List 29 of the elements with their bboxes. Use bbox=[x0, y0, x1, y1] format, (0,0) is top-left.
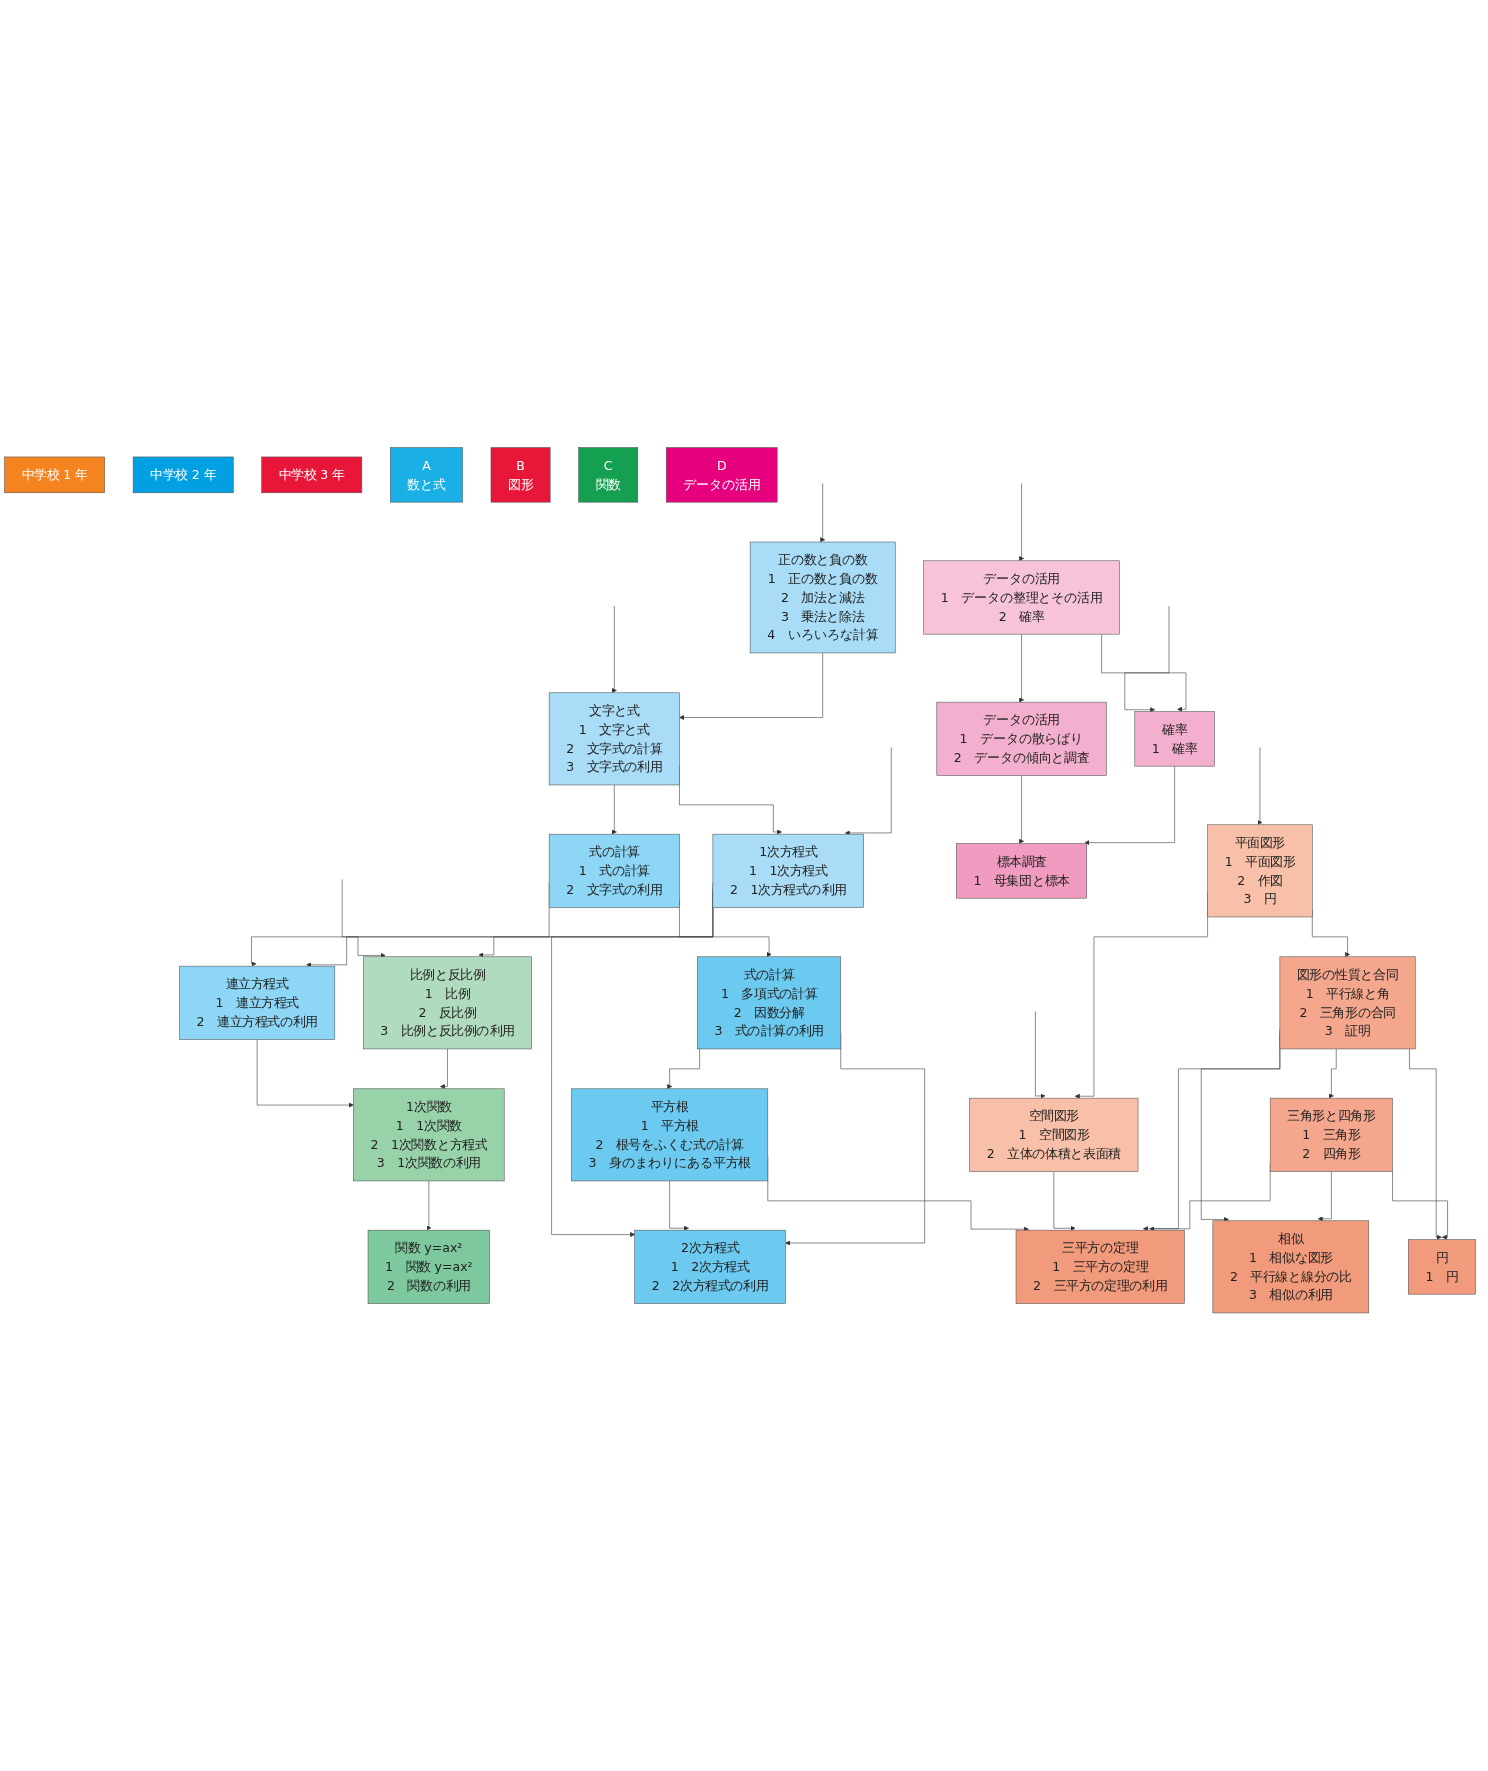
node-box: 1次関数 1 1次関数 2 1次関数と方程式 3 1次関数の利用 bbox=[353, 1088, 505, 1181]
node-box: 三平方の定理 1 三平方の定理 2 三平方の定理の利用 bbox=[1015, 1229, 1185, 1304]
node-box: D データの活用 bbox=[665, 447, 778, 503]
node-box: 式の計算 1 式の計算 2 文字式の利用 bbox=[548, 833, 680, 908]
node-box: 中学校 3 年 bbox=[261, 456, 363, 493]
node-box: 2次方程式 1 2次方程式 2 2次方程式の利用 bbox=[634, 1229, 786, 1304]
node-box: 連立方程式 1 連立方程式 2 連立方程式の利用 bbox=[179, 965, 336, 1040]
node-box: 円 1 円 bbox=[1408, 1239, 1476, 1295]
node-box: 確率 1 確率 bbox=[1134, 711, 1215, 767]
node-box: A 数と式 bbox=[390, 447, 463, 503]
node-box: 式の計算 1 多項式の計算 2 因数分解 3 式の計算の利用 bbox=[697, 956, 842, 1049]
node-box: 1次方程式 1 1次方程式 2 1次方程式の利用 bbox=[712, 833, 864, 908]
node-box: 空間図形 1 空間図形 2 立体の体積と表面積 bbox=[969, 1097, 1139, 1172]
node-box: 図形の性質と合同 1 平行線と角 2 三角形の合同 3 証明 bbox=[1279, 956, 1416, 1049]
node-box: C 関数 bbox=[578, 447, 639, 503]
node-box: 文字と式 1 文字と式 2 文字式の計算 3 文字式の利用 bbox=[548, 692, 680, 785]
node-box: 中学校 1 年 bbox=[4, 456, 105, 493]
node-box: B 図形 bbox=[490, 447, 551, 503]
node-box: 比例と反比例 1 比例 2 反比例 3 比例と反比例の利用 bbox=[362, 956, 532, 1049]
node-box: データの活用 1 データの整理とその活用 2 確率 bbox=[923, 560, 1120, 635]
node-box: 関数 y=ax² 1 関数 y=ax² 2 関数の利用 bbox=[367, 1229, 490, 1304]
node-box: 平面図形 1 平面図形 2 作図 3 円 bbox=[1207, 824, 1313, 917]
node-box: 平方根 1 平方根 2 根号をふくむ式の計算 3 身のまわりにある平方根 bbox=[571, 1088, 769, 1181]
node-box: 中学校 2 年 bbox=[132, 456, 234, 493]
node-box: 標本調査 1 母集団と標本 bbox=[956, 843, 1087, 899]
node-box: 相似 1 相似な図形 2 平行線と線分の比 3 相似の利用 bbox=[1212, 1220, 1370, 1313]
node-box: 正の数と負の数 1 正の数と負の数 2 加法と減法 3 乗法と除法 4 いろいろな計算 bbox=[749, 541, 896, 653]
node-box: 三角形と四角形 1 三角形 2 四角形 bbox=[1269, 1097, 1393, 1172]
node-box: データの活用 1 データの散らばり 2 データの傾向と調査 bbox=[936, 701, 1107, 776]
